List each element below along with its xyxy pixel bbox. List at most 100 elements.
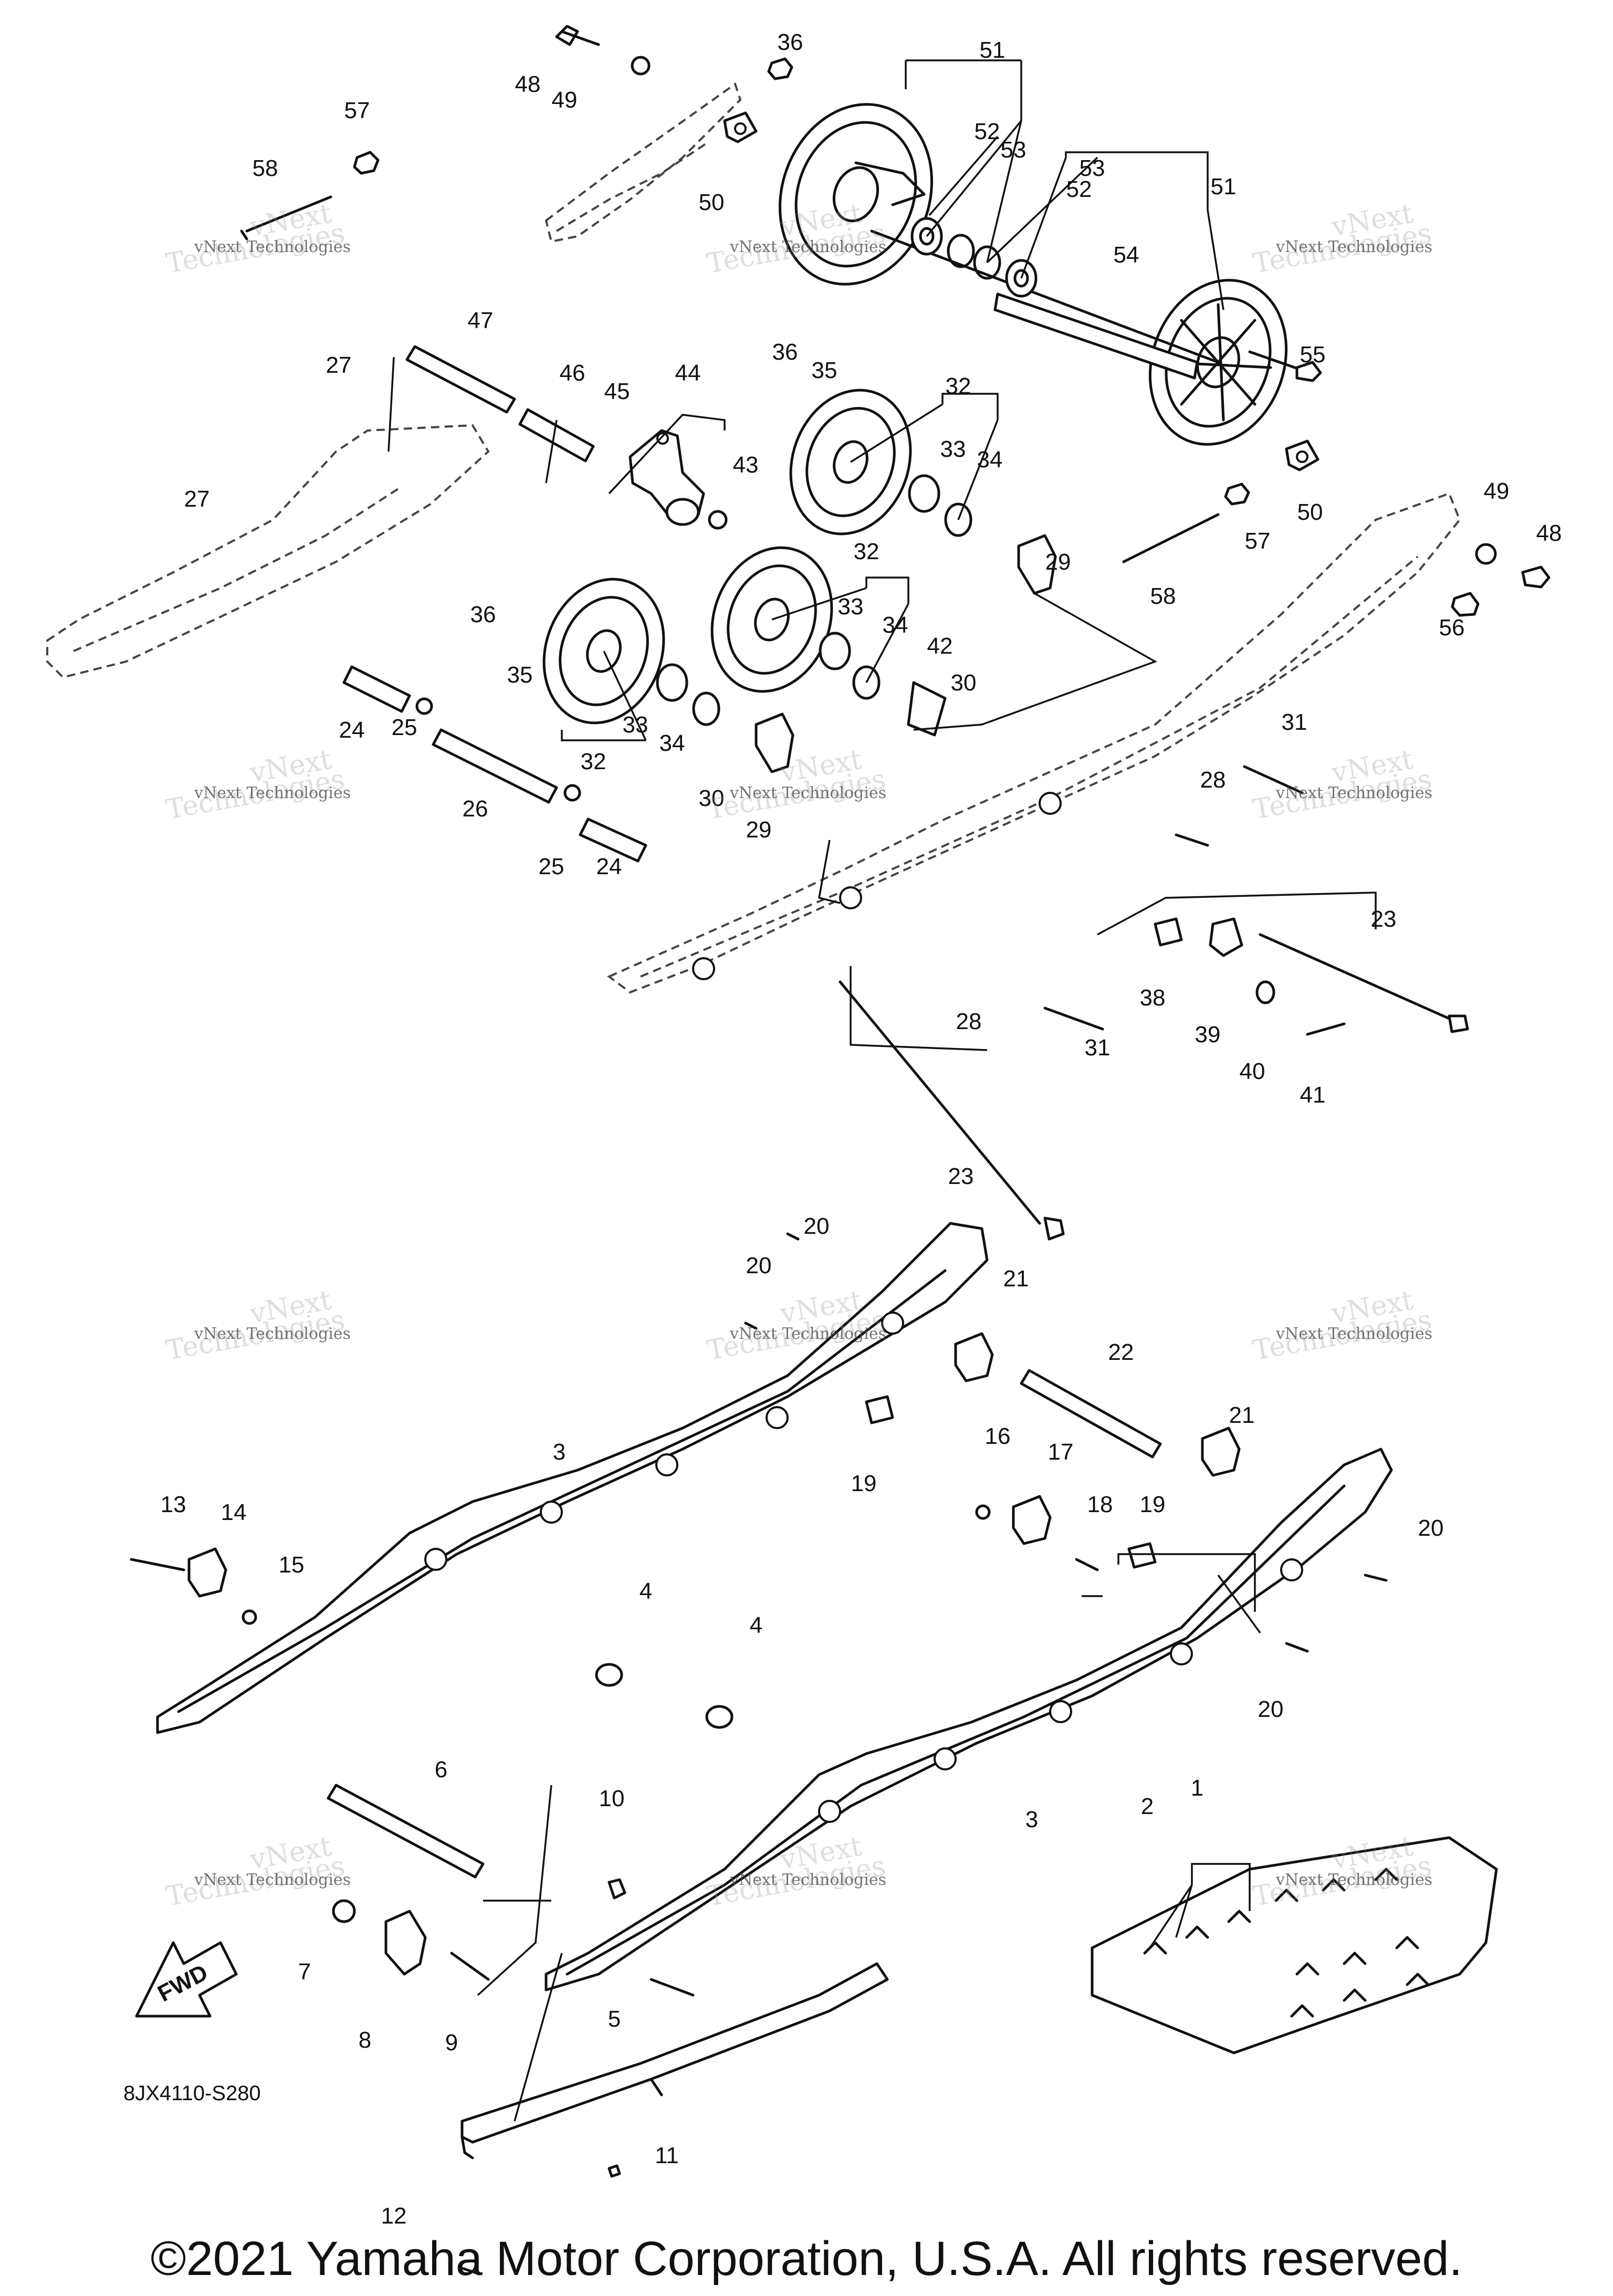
callout: 47 <box>468 308 494 333</box>
callout: 36 <box>772 339 798 365</box>
callout: 51 <box>980 37 1005 63</box>
track-section <box>1091 1836 1498 2054</box>
callout: 31 <box>1282 709 1307 735</box>
callout: 49 <box>552 87 578 113</box>
callout: 1 <box>1191 1775 1203 1801</box>
callout: 32 <box>854 539 879 564</box>
mounting-bolts-upper <box>839 765 1469 1241</box>
watermark: vNext Technologies vNext Technologies <box>164 198 351 280</box>
wear-strip <box>460 1962 889 2159</box>
callout: 24 <box>339 717 365 743</box>
rear-idler-wheel-left <box>778 103 934 286</box>
callout: 14 <box>221 1500 247 1525</box>
callout: 20 <box>1258 1696 1284 1722</box>
watermark: vNext Technologies vNext Technologies <box>164 1285 351 1367</box>
callout: 34 <box>977 447 1003 473</box>
callout: 8 <box>359 2027 371 2053</box>
callout: 19 <box>1140 1492 1166 1517</box>
svg-text:vNext Technologies: vNext Technologies <box>729 1325 886 1343</box>
callout: 49 <box>1484 478 1510 504</box>
watermark: vNext Technologies vNext Technologies <box>1251 744 1434 826</box>
callout: 44 <box>675 360 701 386</box>
svg-text:vNext Technologies: vNext Technologies <box>1275 1871 1432 1889</box>
callout: 27 <box>326 352 352 378</box>
leader-lines <box>387 59 1377 2122</box>
callout: 52 <box>1066 176 1092 202</box>
callout: 20 <box>1418 1515 1444 1541</box>
svg-text:vNext Technologies: vNext Technologies <box>729 784 886 802</box>
callout: 28 <box>956 1009 982 1034</box>
middle-idler-wheel <box>710 546 881 700</box>
rear-axle-adjuster-blocks <box>723 111 1319 471</box>
watermark: vNext Technologies vNext Technologies <box>705 744 888 826</box>
callout: 25 <box>392 715 417 740</box>
callout: 32 <box>946 373 971 399</box>
callout: 38 <box>1140 985 1166 1011</box>
callout: 19 <box>851 1471 877 1496</box>
callout: 53 <box>1080 155 1105 181</box>
callout: 36 <box>470 602 496 627</box>
callout: 57 <box>1245 528 1271 554</box>
callout: 48 <box>1536 520 1562 546</box>
callout: 28 <box>1200 767 1226 793</box>
callout: 34 <box>883 612 908 638</box>
callout: 36 <box>778 29 803 55</box>
callout: 25 <box>539 854 564 879</box>
callout: 27 <box>184 486 210 512</box>
callout: 43 <box>733 452 759 478</box>
callout: 12 <box>381 2203 407 2229</box>
callout: 54 <box>1114 242 1139 268</box>
callout: 11 <box>655 2143 679 2168</box>
upper-right-rail-ghost <box>607 492 1461 994</box>
cross-shafts-upper <box>342 345 647 863</box>
callout: 33 <box>940 436 966 462</box>
callout: 20 <box>746 1253 772 1278</box>
callout: 21 <box>1003 1266 1029 1292</box>
callout: 53 <box>1001 137 1027 163</box>
idler-arm-and-brackets <box>629 429 1057 773</box>
upper-idler-wheel <box>789 389 972 537</box>
svg-text:vNext Technologies: vNext Technologies <box>194 238 351 256</box>
callout: 32 <box>581 749 606 774</box>
callout: 42 <box>927 633 953 659</box>
callout: 45 <box>604 379 630 404</box>
callout: 31 <box>1085 1035 1111 1061</box>
callout: 23 <box>1371 906 1397 932</box>
callout: 22 <box>1108 1339 1134 1365</box>
callout: 50 <box>1297 499 1323 525</box>
callout: 30 <box>699 785 725 811</box>
callout: 33 <box>623 712 648 738</box>
callout: 6 <box>435 1757 447 1783</box>
watermark: vNext Technologies vNext Technologies <box>1251 198 1434 280</box>
callout: 51 <box>1211 174 1237 200</box>
upper-left-rail-ghost <box>46 424 490 679</box>
svg-text:vNext Technologies: vNext Technologies <box>194 1325 351 1343</box>
callout: 7 <box>298 1959 311 1985</box>
drawing-code: 8JX4110-S280 <box>123 2082 261 2105</box>
forward-arrow: FWD <box>135 1941 238 2018</box>
lower-hardware <box>130 1232 1388 2275</box>
watermark: vNext Technologies vNext Technologies <box>164 744 351 826</box>
callout: 10 <box>599 1786 625 1811</box>
callout: 55 <box>1300 342 1326 368</box>
callout: 39 <box>1195 1022 1221 1047</box>
callout: 41 <box>1300 1082 1326 1108</box>
callout: 17 <box>1048 1439 1074 1465</box>
callout: 29 <box>1045 549 1071 575</box>
svg-text:vNext Technologies: vNext Technologies <box>1275 1325 1432 1343</box>
callout: 21 <box>1229 1402 1255 1428</box>
callout: 52 <box>975 119 1000 144</box>
copyright-notice: ©2021 Yamaha Motor Corporation, U.S.A. A… <box>150 2232 1463 2285</box>
callout: 40 <box>1240 1058 1265 1084</box>
callout: 16 <box>985 1423 1011 1449</box>
callout: 5 <box>608 2006 621 2032</box>
svg-text:vNext Technologies: vNext Technologies <box>1275 238 1432 256</box>
callout: 26 <box>463 796 488 822</box>
callout: 56 <box>1439 615 1465 641</box>
callout: 50 <box>699 190 725 215</box>
lower-idler-wheel <box>542 578 720 726</box>
callout: 24 <box>596 854 622 879</box>
callout: 34 <box>659 730 685 756</box>
callout: 4 <box>750 1612 762 1638</box>
